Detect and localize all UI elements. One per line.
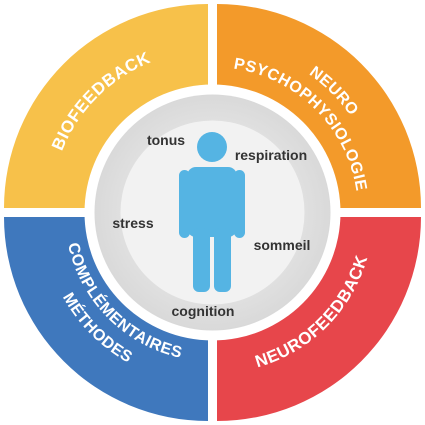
stress-label: stress [112,215,153,231]
respiration-label: respiration [235,147,307,163]
quadrant-neurofeedback [217,217,421,421]
cognition-label: cognition [172,303,235,319]
quadrant-biofeedback [4,4,208,208]
sommeil-label: sommeil [254,237,311,253]
quadrant-ring [4,4,421,421]
person-icon [179,132,245,292]
quadrant-methodes-complementaires [4,217,208,421]
tonus-label: tonus [147,132,185,148]
quadrant-neuropsychophysiologie [217,4,421,208]
